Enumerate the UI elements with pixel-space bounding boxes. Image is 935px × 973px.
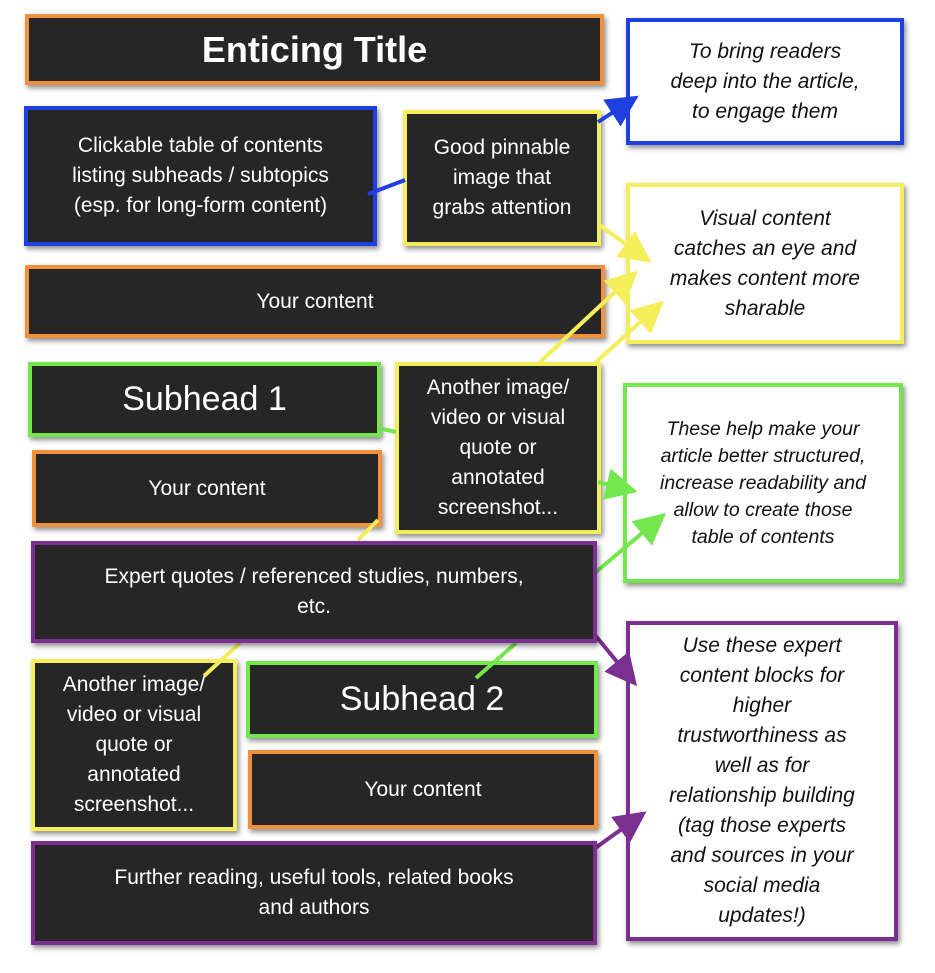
subhead-2-block: Subhead 2	[246, 661, 598, 738]
engage-note: To bring readers deep into the article, …	[626, 18, 904, 145]
content-block-2: Your content	[32, 450, 382, 527]
expert-blocks-note-text: Use these expert content blocks for high…	[669, 634, 855, 927]
content-text-3: Your content	[364, 777, 482, 801]
title-block: Enticing Title	[25, 14, 604, 85]
toc-block: Clickable table of contents listing subh…	[24, 106, 377, 246]
subhead-1-text: Subhead 1	[122, 380, 287, 418]
subhead-1-block: Subhead 1	[28, 362, 381, 437]
visual-content-note-text: Visual content catches an eye and makes …	[669, 206, 861, 320]
content-text-2: Your content	[148, 476, 266, 500]
visual-content-note: Visual content catches an eye and makes …	[626, 183, 904, 344]
further-reading-block: Further reading, useful tools, related b…	[31, 841, 597, 945]
further-reading-text: Further reading, useful tools, related b…	[114, 866, 514, 919]
subhead-2-text: Subhead 2	[339, 680, 505, 718]
expert-blocks-note: Use these expert content blocks for high…	[626, 621, 898, 941]
image-block-3: Another image/ video or visual quote or …	[31, 659, 237, 831]
structure-note-text: These help make your article better stru…	[660, 417, 866, 548]
content-text-1: Your content	[256, 289, 374, 313]
image-block-2: Another image/ video or visual quote or …	[395, 362, 601, 534]
content-block-1: Your content	[25, 265, 605, 338]
engage-note-text: To bring readers deep into the article, …	[670, 39, 860, 123]
expert-quotes-text: Expert quotes / referenced studies, numb…	[104, 565, 524, 618]
toc-text: Clickable table of contents listing subh…	[72, 134, 329, 217]
image-2-text: Another image/ video or visual quote or …	[426, 376, 570, 519]
image-3-text: Another image/ video or visual quote or …	[62, 673, 206, 816]
title-text: Enticing Title	[201, 28, 428, 70]
pinnable-image-text: Good pinnable image that grabs attention	[432, 136, 572, 219]
content-block-3: Your content	[248, 750, 598, 829]
structure-note: These help make your article better stru…	[623, 383, 903, 583]
expert-quotes-block: Expert quotes / referenced studies, numb…	[31, 541, 597, 643]
pinnable-image-block: Good pinnable image that grabs attention	[403, 110, 601, 246]
